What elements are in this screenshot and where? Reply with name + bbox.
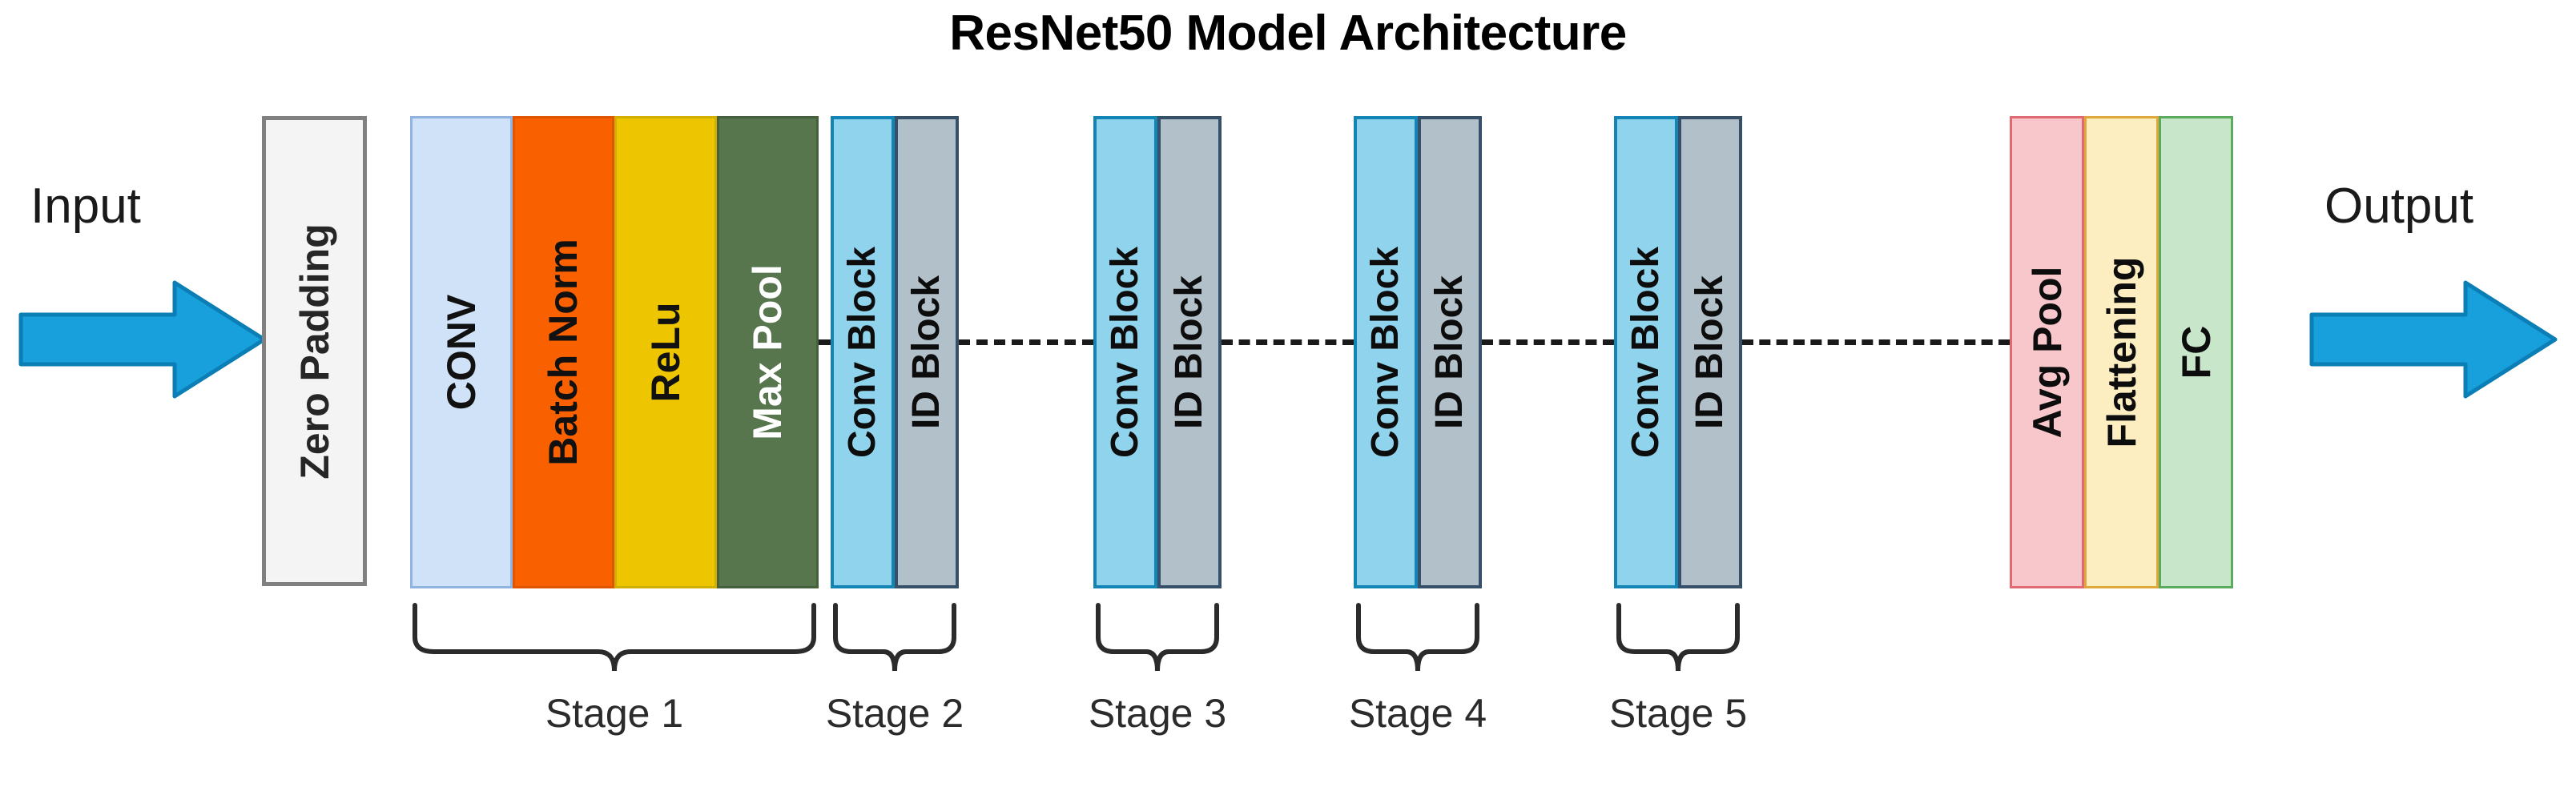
layer-max-pool-label: Max Pool xyxy=(745,264,791,440)
brace-stage-1 xyxy=(413,603,816,672)
layer-flattening[interactable]: Flattening xyxy=(2084,116,2159,588)
layer-conv-block-5[interactable]: Conv Block xyxy=(1614,116,1678,588)
layer-id-block-2-label: ID Block xyxy=(905,275,948,430)
layer-id-block-2[interactable]: ID Block xyxy=(895,116,959,588)
layer-conv-block-2-label: Conv Block xyxy=(841,246,883,459)
stage-5-group: Conv Block ID Block xyxy=(1614,116,1742,588)
stage-3-group: Conv Block ID Block xyxy=(1093,116,1222,588)
brace-stage-2 xyxy=(833,603,956,672)
layer-batch-norm[interactable]: Batch Norm xyxy=(512,116,614,588)
stage-caption-1: Stage 1 xyxy=(545,691,684,736)
layer-id-block-4-label: ID Block xyxy=(1428,275,1471,430)
layer-zero-padding-label: Zero Padding xyxy=(292,223,337,480)
layer-conv-block-3[interactable]: Conv Block xyxy=(1093,116,1157,588)
page-title: ResNet50 Model Architecture xyxy=(949,6,1627,61)
layer-avg-pool[interactable]: Avg Pool xyxy=(2010,116,2084,588)
layer-avg-pool-label: Avg Pool xyxy=(2024,266,2070,439)
layer-id-block-4[interactable]: ID Block xyxy=(1418,116,1482,588)
connector-dashed-4 xyxy=(1482,339,1614,345)
layer-relu[interactable]: ReLu xyxy=(614,116,717,588)
connector-dashed-5 xyxy=(1742,339,2010,345)
layer-max-pool[interactable]: Max Pool xyxy=(716,116,819,588)
layer-conv-block-4-label: Conv Block xyxy=(1364,246,1407,459)
layer-conv[interactable]: CONV xyxy=(410,116,513,588)
stage-1-group: CONV Batch Norm ReLu Max Pool xyxy=(410,116,819,588)
stage-caption-5: Stage 5 xyxy=(1608,691,1748,736)
layer-id-block-3-label: ID Block xyxy=(1168,275,1210,430)
layer-id-block-3[interactable]: ID Block xyxy=(1157,116,1222,588)
stage-caption-4: Stage 4 xyxy=(1348,691,1487,736)
layer-conv-block-3-label: Conv Block xyxy=(1104,246,1146,459)
output-head-group: Avg Pool Flattening FC xyxy=(2010,116,2233,588)
connector-dashed-3 xyxy=(1222,339,1354,345)
layer-fc-label: FC xyxy=(2173,325,2219,379)
layer-fc[interactable]: FC xyxy=(2159,116,2233,588)
connector-dashed-2 xyxy=(959,339,1093,345)
connector-dashed-1 xyxy=(819,339,831,345)
output-label: Output xyxy=(2324,179,2474,234)
layer-conv-block-4[interactable]: Conv Block xyxy=(1354,116,1418,588)
brace-stage-5 xyxy=(1616,603,1740,672)
layer-relu-label: ReLu xyxy=(642,302,688,403)
output-arrow-icon xyxy=(2309,280,2558,399)
stage-caption-2: Stage 2 xyxy=(825,691,964,736)
stage-4-group: Conv Block ID Block xyxy=(1354,116,1482,588)
layer-conv-block-5-label: Conv Block xyxy=(1624,246,1667,459)
layer-id-block-5[interactable]: ID Block xyxy=(1678,116,1742,588)
layer-zero-padding[interactable]: Zero Padding xyxy=(262,116,367,586)
brace-stage-4 xyxy=(1356,603,1479,672)
input-arrow-icon xyxy=(18,280,267,399)
layer-id-block-5-label: ID Block xyxy=(1688,275,1731,430)
stage-caption-3: Stage 3 xyxy=(1088,691,1227,736)
input-label: Input xyxy=(30,179,141,234)
brace-stage-3 xyxy=(1096,603,1219,672)
layer-flattening-label: Flattening xyxy=(2099,256,2144,448)
stage-2-group: Conv Block ID Block xyxy=(831,116,959,588)
layer-conv-label: CONV xyxy=(438,294,484,411)
layer-batch-norm-label: Batch Norm xyxy=(541,239,586,466)
layer-conv-block-2[interactable]: Conv Block xyxy=(831,116,895,588)
